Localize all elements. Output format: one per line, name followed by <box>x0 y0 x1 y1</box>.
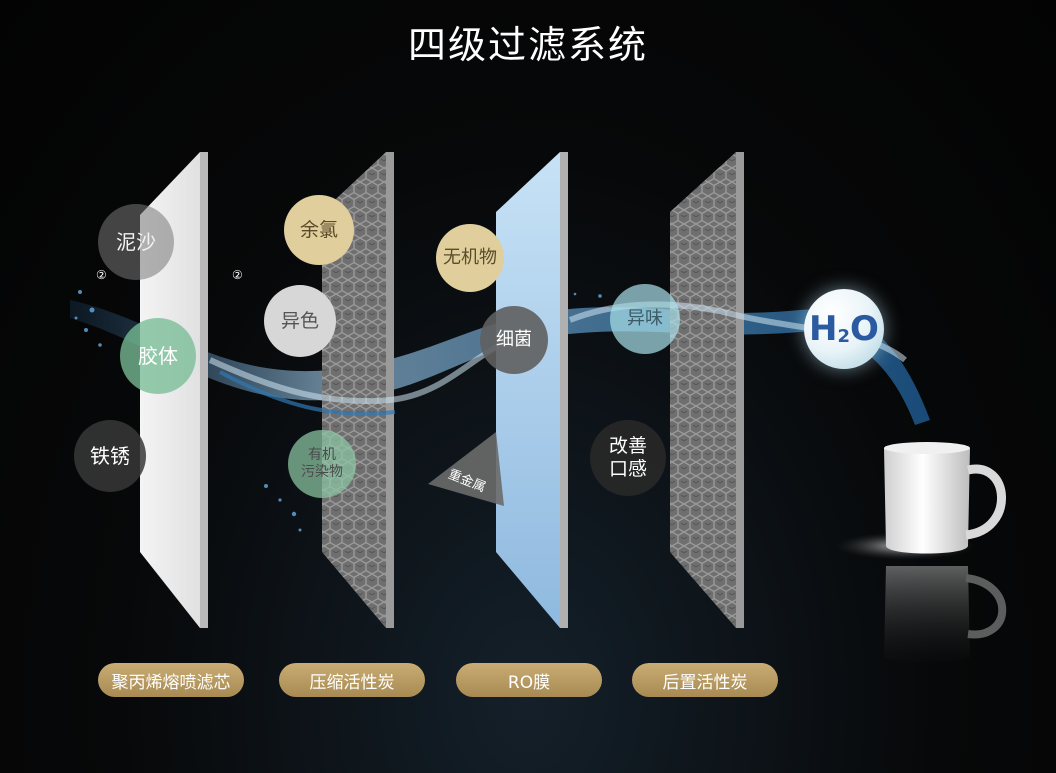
water-cup <box>884 442 1006 554</box>
contaminant-bacteria: 细菌 <box>480 306 548 374</box>
heavy-metal-arrow <box>428 432 504 506</box>
h2o-sub: 2 <box>837 325 851 347</box>
marker-2: ② <box>232 268 243 282</box>
marker-1: ② <box>96 268 107 282</box>
contaminant-rust: 铁锈 <box>74 420 146 492</box>
contaminant-organic-pollutants: 有机 污染物 <box>288 430 356 498</box>
cup-reflection <box>884 566 1007 663</box>
contaminant-discoloration: 异色 <box>264 285 336 357</box>
contaminant-sediment: 泥沙 <box>98 204 174 280</box>
label-pp-filter: 聚丙烯熔喷滤芯 <box>98 663 244 697</box>
carbon-filter-panel <box>322 152 394 628</box>
label-post-carbon: 后置活性炭 <box>632 663 778 697</box>
post-carbon-panel <box>670 152 744 628</box>
h2o-o: O <box>850 309 879 349</box>
contaminant-inorganics: 无机物 <box>436 224 504 292</box>
h2o-h: H <box>809 309 838 349</box>
label-ro-membrane: RO膜 <box>456 663 602 697</box>
contaminant-colloid: 胶体 <box>120 318 196 394</box>
ro-membrane-panel <box>496 152 568 628</box>
page-title: 四级过滤系统 <box>407 23 648 67</box>
contaminant-odor: 异味 <box>610 284 680 354</box>
contaminant-residual-chlorine: 余氯 <box>284 195 354 265</box>
label-compressed-carbon: 压缩活性炭 <box>279 663 425 697</box>
improve-taste: 改善 口感 <box>590 420 666 496</box>
